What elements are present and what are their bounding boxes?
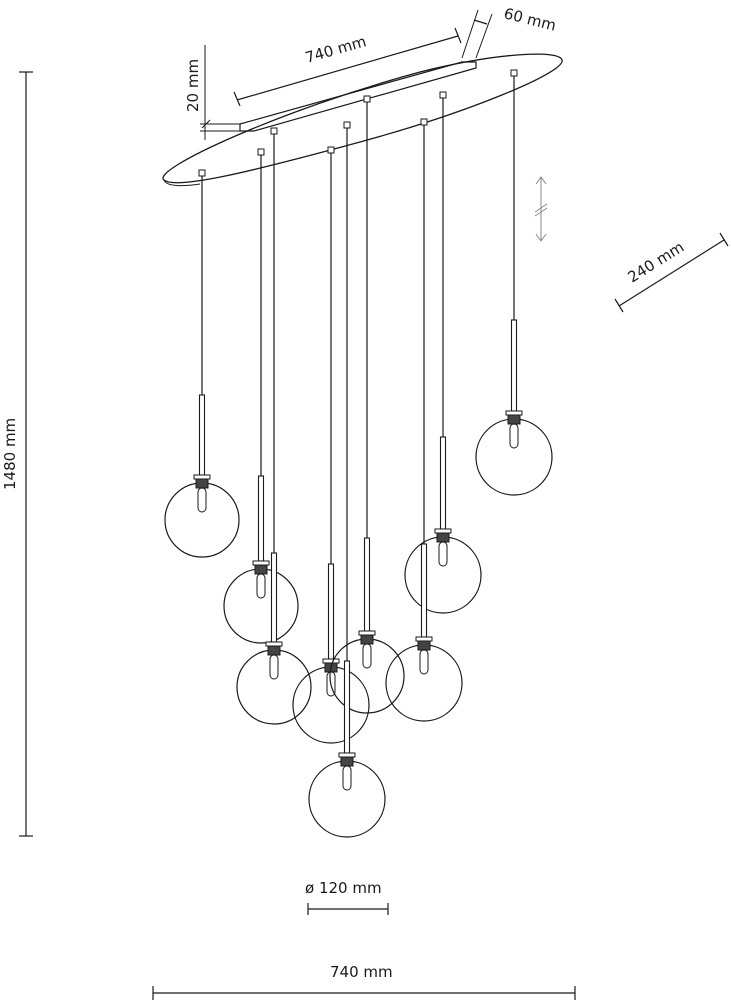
pendant-bulb	[509, 423, 519, 449]
pendant-mount	[327, 146, 335, 154]
pendant-tube	[327, 563, 335, 660]
pendant-4	[292, 146, 370, 744]
dim-total-height-label: 1480 mm	[1, 418, 19, 490]
pendant-mount	[439, 91, 447, 99]
pendant-tube	[198, 394, 206, 476]
pendant-socket	[195, 478, 209, 489]
pendant-tube	[363, 537, 371, 632]
pendant-tube	[257, 475, 265, 562]
dim-canopy-width: 240 mm	[614, 232, 729, 313]
pendant-tube	[510, 319, 518, 412]
pendant-socket-cap	[338, 752, 356, 758]
pendant-tube	[270, 552, 278, 643]
pendant-socket	[507, 414, 521, 425]
pendant-socket-cap	[252, 560, 270, 566]
pendant-mount	[257, 148, 265, 156]
canopy-plate-edge	[163, 179, 201, 187]
pendant-mount	[420, 118, 428, 126]
pendant-bulb	[197, 487, 207, 513]
pendant-tube	[343, 660, 351, 754]
pendant-socket	[254, 564, 268, 575]
pendant-socket-cap	[358, 630, 376, 636]
dim-canopy-height: 20 mm	[184, 45, 240, 140]
pendant-socket-cap	[415, 636, 433, 642]
dim-total-width: 740 mm	[152, 963, 576, 1000]
pendant-bulb	[269, 654, 279, 680]
pendant-9	[475, 69, 553, 496]
pendant-bulb	[362, 643, 372, 669]
pendant-bulb	[256, 573, 266, 599]
pendant-8	[385, 118, 463, 722]
pendant-mount	[510, 69, 518, 77]
pendant-socket	[436, 532, 450, 543]
pendant-bulb	[438, 541, 448, 567]
dim-globe-diameter-label: ø 120 mm	[305, 879, 382, 897]
pendant-1	[164, 169, 240, 558]
pendant-mount	[270, 127, 278, 135]
pendant-6	[308, 121, 386, 838]
pendant-2	[223, 148, 299, 644]
pendant-socket-cap	[505, 410, 523, 416]
pendant-socket	[340, 756, 354, 767]
dim-canopy-depth-label: 60 mm	[502, 4, 558, 34]
dim-globe-diameter: ø 120 mm	[305, 879, 389, 915]
pendant-tube	[420, 543, 428, 638]
dim-canopy-depth: 60 mm	[461, 4, 558, 59]
dim-total-width-label: 740 mm	[330, 963, 393, 981]
pendant-socket-cap	[265, 641, 283, 647]
canopy-plate	[162, 53, 563, 184]
pendant-mount	[198, 169, 206, 177]
dim-canopy-width-label: 240 mm	[625, 238, 688, 286]
pendant-socket-cap	[434, 528, 452, 534]
pendant-socket-cap	[193, 474, 211, 480]
adjustable-height-icon	[534, 176, 548, 242]
pendant-7	[404, 91, 482, 614]
pendant-3	[236, 127, 312, 725]
pendant-bulb	[419, 649, 429, 675]
pendant-socket	[267, 645, 281, 656]
pendant-bulb	[342, 765, 352, 791]
dim-total-height: 1480 mm	[1, 71, 33, 837]
dim-canopy-height-label: 20 mm	[184, 59, 202, 112]
pendant-mount	[363, 95, 371, 103]
pendant-socket	[360, 634, 374, 645]
canopy	[162, 53, 563, 187]
pendant-group	[164, 69, 553, 838]
pendant-5	[329, 95, 405, 714]
pendant-tube	[439, 436, 447, 530]
pendant-mount	[343, 121, 351, 129]
pendant-socket-cap	[322, 658, 340, 664]
dim-canopy-length-label: 740 mm	[303, 32, 368, 67]
pendant-socket	[417, 640, 431, 651]
